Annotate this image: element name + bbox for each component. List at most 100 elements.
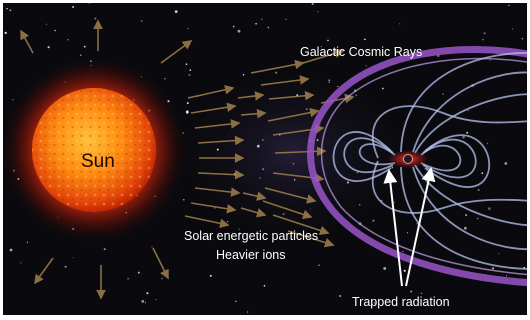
- particle-arrow: [264, 187, 317, 204]
- star: [467, 109, 470, 112]
- star: [9, 248, 13, 252]
- particle-arrow: [240, 108, 267, 119]
- star: [372, 219, 375, 222]
- star: [26, 241, 29, 243]
- star: [359, 204, 361, 206]
- star: [282, 213, 285, 216]
- star: [356, 171, 359, 174]
- star: [305, 108, 308, 110]
- star: [266, 251, 269, 253]
- star: [465, 214, 468, 217]
- particle-arrow: [194, 187, 241, 197]
- star: [320, 45, 323, 48]
- field-line: [422, 138, 477, 179]
- star: [213, 207, 216, 209]
- star: [262, 139, 264, 141]
- particle-arrow: [190, 202, 237, 214]
- star: [521, 38, 524, 40]
- field-line: [412, 71, 527, 153]
- star: [462, 135, 465, 139]
- particle-arrow: [187, 85, 235, 99]
- star: [247, 311, 249, 313]
- particle-arrow: [268, 90, 315, 101]
- diagram-canvas: [3, 3, 527, 313]
- star: [94, 17, 97, 20]
- star: [267, 26, 270, 29]
- heavier-ions-label: Heavier ions: [216, 248, 286, 262]
- star: [186, 102, 189, 105]
- star: [238, 232, 241, 235]
- sun-label: Sun: [81, 151, 115, 172]
- particle-arrow: [262, 200, 313, 220]
- particle-arrows: [20, 19, 355, 300]
- star: [316, 139, 319, 141]
- star: [242, 74, 245, 76]
- star: [12, 99, 14, 101]
- pointer-arrow-right: [405, 167, 436, 287]
- star: [328, 79, 331, 82]
- star: [67, 38, 69, 41]
- star: [481, 172, 484, 174]
- star: [318, 264, 320, 266]
- star: [227, 221, 229, 223]
- star: [237, 29, 241, 33]
- star: [256, 144, 260, 148]
- star: [263, 285, 266, 287]
- star: [261, 18, 263, 20]
- field-line: [420, 144, 462, 172]
- star: [83, 45, 86, 48]
- particle-arrow: [197, 169, 245, 180]
- star: [466, 131, 469, 134]
- space-weather-diagram: Sun Galactic Cosmic Rays Solar energetic…: [3, 3, 527, 315]
- earth-globe: [403, 154, 413, 164]
- magnetopause-outer: [307, 45, 527, 287]
- star: [259, 177, 261, 179]
- star: [255, 22, 257, 25]
- star: [406, 232, 409, 234]
- magnetosphere: [307, 45, 527, 287]
- star: [489, 60, 491, 62]
- star: [80, 54, 82, 56]
- particle-arrow: [272, 214, 330, 236]
- star: [54, 29, 56, 32]
- particle-arrow: [260, 75, 310, 86]
- trapped-radiation-label: Trapped radiation: [352, 295, 450, 309]
- pointer-arrow-left: [383, 169, 403, 287]
- particle-arrow: [197, 135, 245, 146]
- particle-arrow: [194, 119, 241, 129]
- particle-arrow: [242, 191, 267, 201]
- star: [403, 269, 406, 272]
- star: [189, 69, 192, 72]
- star: [406, 304, 408, 306]
- star: [355, 94, 357, 97]
- particle-arrow: [287, 230, 335, 248]
- star: [20, 262, 22, 264]
- trapped-radiation-pointers: [383, 167, 436, 287]
- star: [155, 298, 157, 301]
- star: [337, 86, 339, 88]
- star: [512, 28, 514, 30]
- star: [399, 23, 401, 25]
- star: [311, 3, 314, 6]
- star: [477, 189, 480, 191]
- particle-arrow: [237, 91, 265, 101]
- star: [103, 248, 106, 251]
- star: [64, 265, 67, 268]
- solar-energetic-particles-label: Solar energetic particles: [184, 229, 319, 243]
- earth-icon: [388, 150, 428, 168]
- field-line: [371, 105, 527, 159]
- star: [161, 277, 164, 280]
- star: [339, 295, 342, 297]
- particle-arrow: [267, 107, 320, 122]
- field-line: [412, 166, 527, 251]
- star: [47, 46, 50, 49]
- star: [382, 87, 384, 90]
- star: [394, 202, 396, 204]
- star: [410, 290, 413, 293]
- star: [486, 142, 489, 145]
- star: [174, 10, 178, 13]
- galactic-cosmic-rays-label: Galactic Cosmic Rays: [300, 45, 423, 59]
- field-line: [400, 166, 527, 270]
- magnetic-field-lines: [332, 52, 527, 270]
- star: [365, 65, 367, 67]
